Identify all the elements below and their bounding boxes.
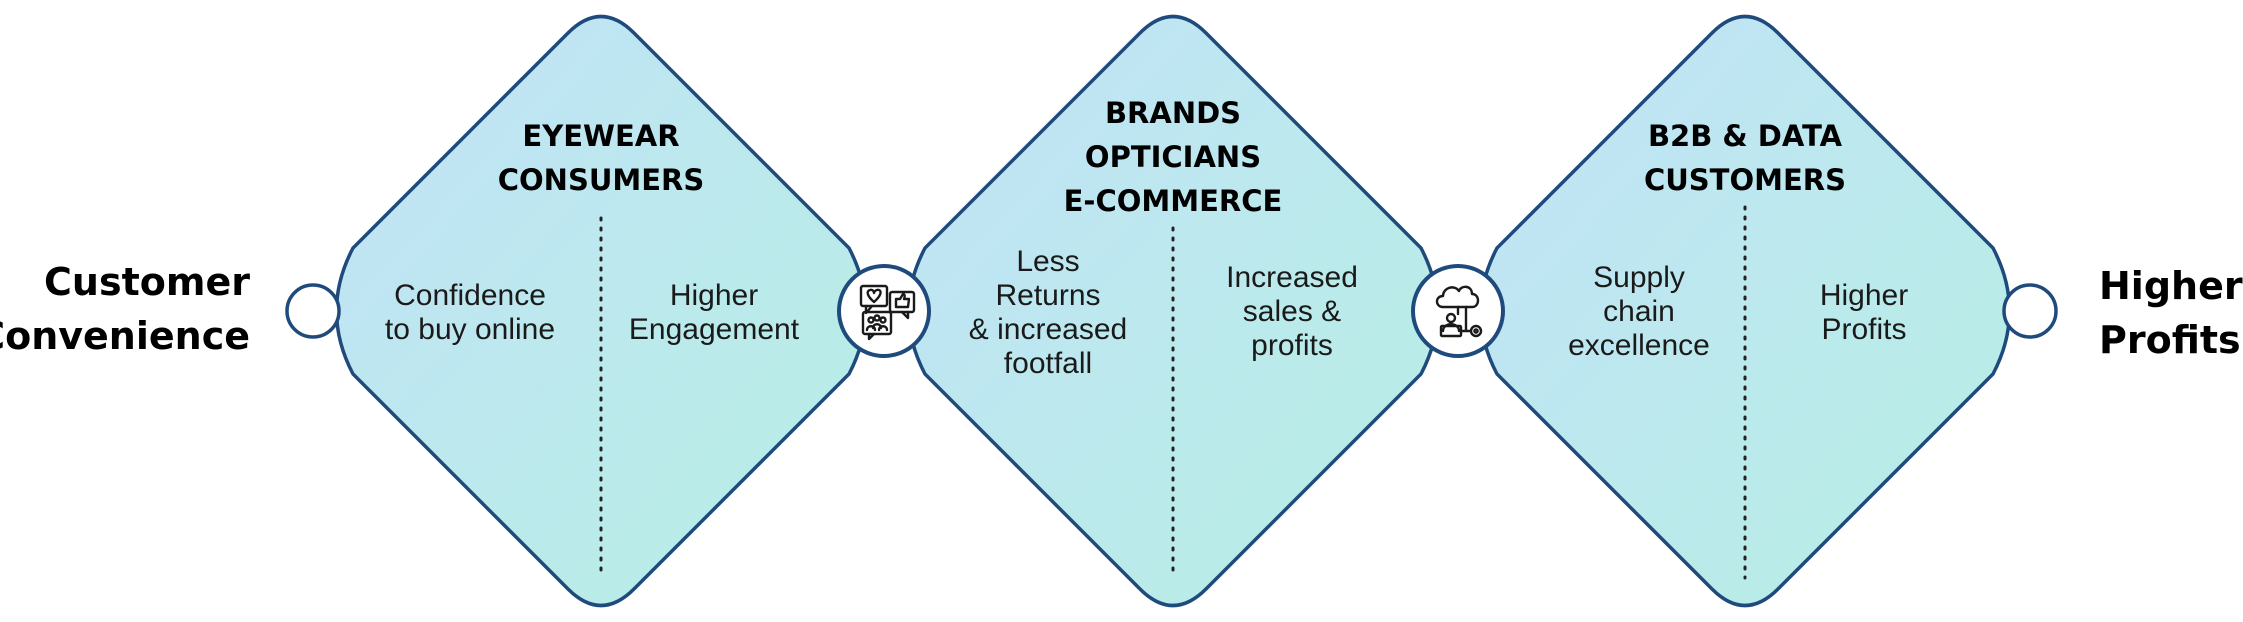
right-label-line-1: Higher bbox=[2099, 264, 2243, 308]
diamond-3-title: B2B & DATA CUSTOMERS bbox=[1555, 114, 1935, 202]
diamond-2-right-text: Increased sales & profits bbox=[1172, 261, 1412, 363]
diamond-2-left-line: footfall bbox=[1003, 347, 1093, 380]
diamond-2-title-line: E-COMMERCE bbox=[1063, 184, 1283, 218]
diamond-3-left-text: Supply chain excellence bbox=[1519, 261, 1759, 363]
social-engagement-icon bbox=[837, 264, 931, 358]
diamond-3-right-line: Higher bbox=[1819, 279, 1909, 312]
left-label-line-2: Convenience bbox=[0, 314, 250, 358]
diamond-1-left-line: to buy online bbox=[384, 313, 556, 346]
diamond-1-right-line: Engagement bbox=[628, 313, 800, 346]
start-node bbox=[285, 283, 341, 339]
diamond-2-left-text: Less Returns & increased footfall bbox=[928, 245, 1168, 381]
diamond-2-left-line: Less bbox=[1016, 245, 1080, 278]
diamond-3-left-line: chain bbox=[1603, 295, 1675, 328]
diamond-3-right-text: Higher Profits bbox=[1744, 279, 1984, 347]
customer-convenience-label: Customer Convenience bbox=[0, 255, 250, 363]
diamond-1-title-line: CONSUMERS bbox=[497, 163, 705, 197]
diamond-2-right-line: Increased bbox=[1226, 261, 1358, 294]
diamond-2-right-line: profits bbox=[1251, 329, 1333, 362]
diamond-2-left-line: & increased bbox=[968, 313, 1128, 346]
diamond-3-title-line: B2B & DATA bbox=[1647, 119, 1843, 153]
diamond-3-left-line: excellence bbox=[1568, 329, 1710, 362]
diamond-2-title-line: BRANDS bbox=[1104, 96, 1242, 130]
diamond-1-right-text: Higher Engagement bbox=[594, 279, 834, 347]
diamond-1-left-line: Confidence bbox=[394, 279, 546, 312]
cloud-data-user-icon bbox=[1411, 264, 1505, 358]
higher-profits-label: Higher Profits bbox=[2099, 259, 2243, 367]
diamond-1-left-text: Confidence to buy online bbox=[350, 279, 590, 347]
diamond-2-right-line: sales & bbox=[1242, 295, 1342, 328]
left-label-line-1: Customer bbox=[44, 260, 250, 304]
diamond-3-left-line: Supply bbox=[1593, 261, 1685, 294]
diamond-3-title-line: CUSTOMERS bbox=[1643, 163, 1847, 197]
diamond-2-left-line: Returns bbox=[995, 279, 1101, 312]
diamond-1-title: EYEWEAR CONSUMERS bbox=[411, 114, 791, 202]
diamond-1-title-line: EYEWEAR bbox=[522, 119, 680, 153]
right-label-line-2: Profits bbox=[2099, 318, 2241, 362]
diamond-1-right-line: Higher bbox=[669, 279, 759, 312]
diamond-3-right-line: Profits bbox=[1821, 313, 1907, 346]
diamond-2-title: BRANDS OPTICIANS E-COMMERCE bbox=[983, 91, 1363, 223]
end-node bbox=[2002, 283, 2058, 339]
diamond-2-title-line: OPTICIANS bbox=[1084, 140, 1262, 174]
